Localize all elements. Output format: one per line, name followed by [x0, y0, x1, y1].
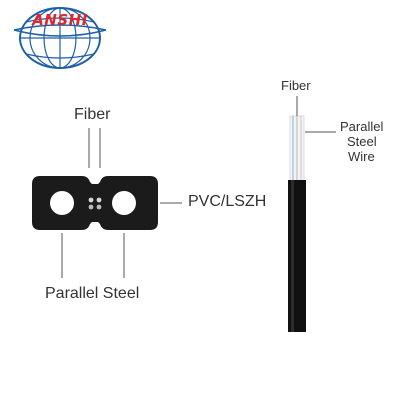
fiber-label: Fiber [74, 106, 111, 123]
steel-wire-left [50, 191, 74, 215]
jacket-label: PVC/LSZH [188, 193, 267, 210]
side-jacket [288, 180, 306, 332]
fiber-core-2 [96, 197, 102, 203]
side-wire-label-3: Wire [348, 149, 375, 164]
brand-name: ANSHI [32, 11, 88, 29]
fiber-core-4 [96, 204, 102, 210]
globe-icon [13, 7, 107, 69]
steel-label: Parallel Steel [45, 285, 140, 302]
side-wire-label-2: Steel [347, 134, 377, 149]
fiber-core-3 [88, 204, 94, 210]
steel-wire-right [112, 191, 136, 215]
jacket-shape [32, 176, 158, 230]
fiber-core-1 [88, 197, 94, 203]
side-fiber-label: Fiber [281, 78, 311, 93]
side-wire-label-1: Parallel [340, 119, 384, 134]
